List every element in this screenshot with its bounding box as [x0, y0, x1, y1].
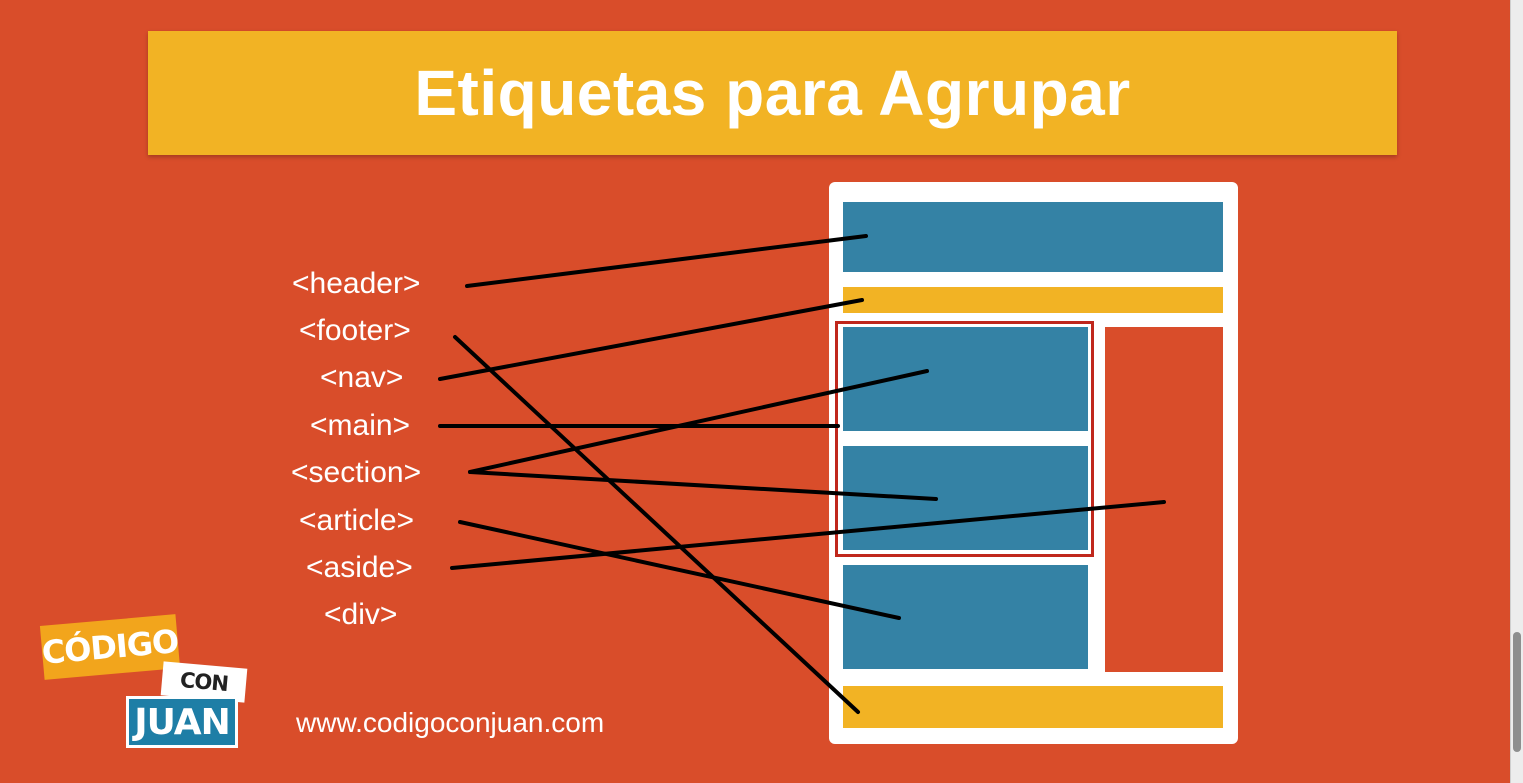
line-header [465, 234, 868, 288]
tag-footer: <footer> [299, 314, 411, 347]
tag-article: <article> [299, 504, 415, 537]
line-nav [438, 298, 864, 381]
article-block [843, 565, 1088, 669]
title-banner: Etiquetas para Agrupar [148, 31, 1397, 155]
scrollbar-thumb[interactable] [1513, 632, 1521, 752]
tag-header: <header> [292, 267, 421, 300]
logo-codigo: CÓDIGO [39, 614, 181, 680]
website-url: www.codigoconjuan.com [296, 707, 605, 738]
scrollbar[interactable] [1510, 0, 1523, 783]
footer-block [843, 686, 1223, 728]
header-block [843, 202, 1223, 272]
tag-nav: <nav> [320, 361, 404, 394]
tag-div: <div> [324, 598, 398, 631]
section-block-2 [843, 446, 1088, 550]
tag-main: <main> [310, 409, 411, 442]
nav-block [843, 287, 1223, 313]
aside-block [1105, 327, 1223, 672]
page-layout-diagram [829, 182, 1238, 744]
tag-section: <section> [291, 456, 422, 489]
logo-juan: JUAN [126, 696, 238, 748]
line-footer [453, 335, 860, 714]
section-block-1 [843, 327, 1088, 431]
tag-aside: <aside> [306, 551, 413, 584]
page-title: Etiquetas para Agrupar [414, 57, 1131, 129]
